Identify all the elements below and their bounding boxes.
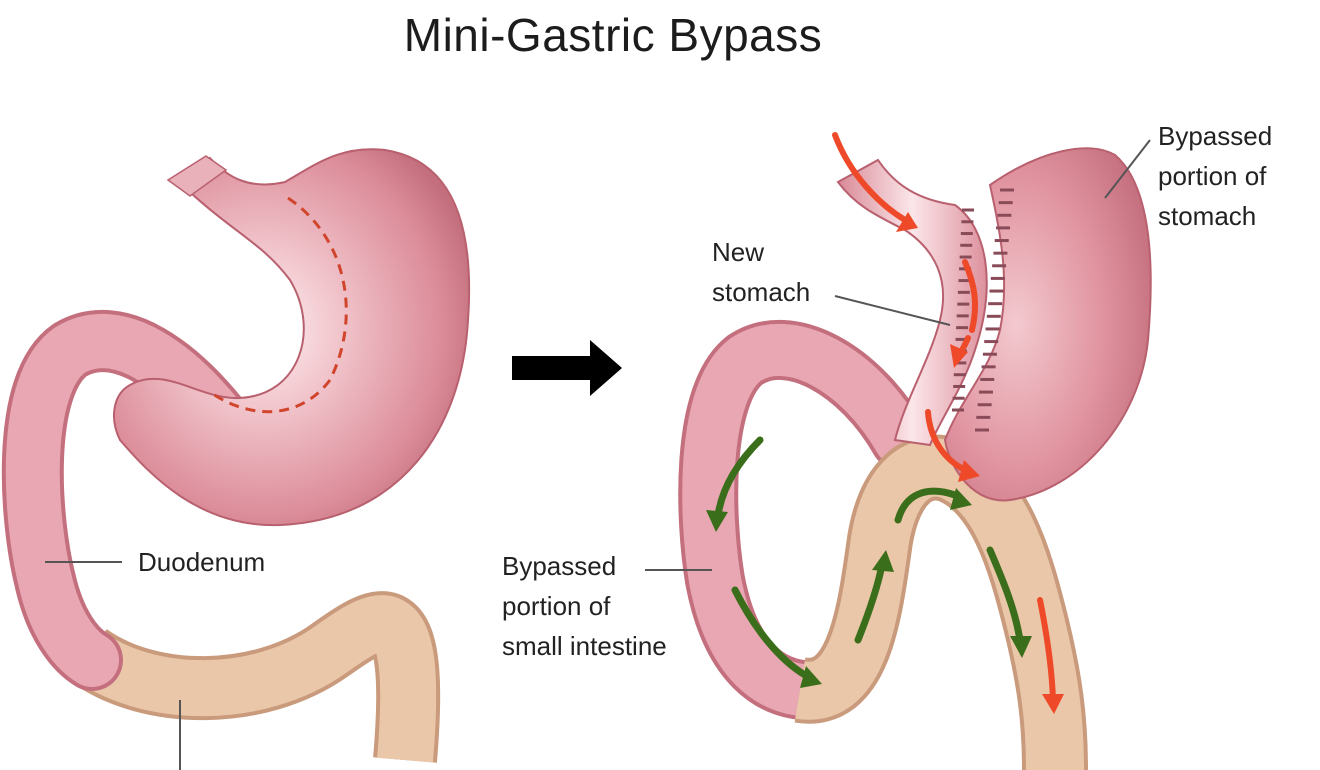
food-flow-arrowheads xyxy=(896,212,1064,714)
bypassed-stomach-leader-line xyxy=(1104,139,1151,199)
label-bypassed-intestine-line-3: small intestine xyxy=(502,631,667,661)
label-new-stomach-line-2: stomach xyxy=(712,277,811,307)
label-duodenum: Duodenum xyxy=(138,547,266,577)
staple-line-bypassed-stomach xyxy=(975,188,1014,432)
label-bypassed-intestine: Bypassed portion of small intestine xyxy=(502,546,667,666)
label-bypassed-stomach-line-1: Bypassed xyxy=(1158,121,1273,151)
normal-anatomy-illustration xyxy=(1,148,471,770)
stomach-normal xyxy=(113,148,471,527)
bypassed-stomach xyxy=(943,147,1152,502)
bypass-anatomy-illustration xyxy=(645,132,1152,770)
label-bypassed-stomach-line-3: stomach xyxy=(1158,201,1257,231)
digestive-juice-arrowheads xyxy=(706,488,1032,688)
label-bypassed-intestine-line-2: portion of xyxy=(502,591,611,621)
transition-arrow xyxy=(512,340,622,396)
cut-line-dashed xyxy=(209,196,348,414)
new-stomach-pouch xyxy=(836,158,988,447)
label-bypassed-intestine-line-1: Bypassed xyxy=(502,551,617,581)
label-bypassed-stomach-line-2: portion of xyxy=(1158,161,1267,191)
label-bypassed-stomach: Bypassed portion of stomach xyxy=(1158,116,1272,236)
new-stomach-leader-line xyxy=(834,295,951,326)
page-title: Mini-Gastric Bypass xyxy=(403,9,823,61)
label-new-stomach-line-1: New xyxy=(712,237,765,267)
label-new-stomach: New stomach xyxy=(712,232,810,312)
